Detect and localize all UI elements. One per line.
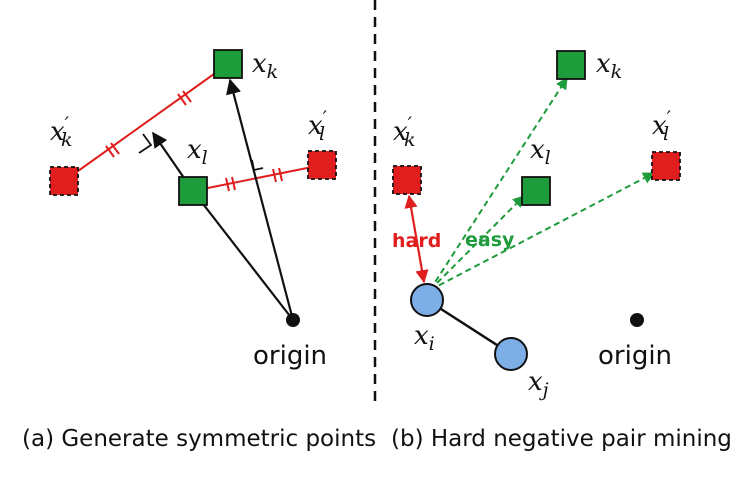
easy-arrow-to-xl-prime: [429, 172, 656, 291]
equal-length-ticks-l: [225, 167, 283, 192]
label-xk-prime-a: x′k: [50, 113, 73, 151]
label-xl-b: xl: [530, 135, 551, 169]
equal-length-ticks-k: [105, 90, 192, 158]
label-xk-b: xk: [596, 49, 622, 83]
point-xl-prime-a: [307, 150, 337, 180]
point-xj: [494, 337, 528, 371]
easy-arrow-to-xl: [429, 195, 525, 291]
caption-a: (a) Generate symmetric points: [22, 426, 376, 452]
point-xk-prime-b: [392, 165, 422, 195]
point-xk-b: [556, 50, 586, 80]
label-xl-a: xl: [187, 135, 208, 169]
symmetry-line-l: [192, 164, 323, 192]
hard-label: hard: [392, 230, 441, 252]
vector-origin-to-xl: [192, 190, 294, 321]
point-xk-prime-a: [49, 166, 79, 196]
point-xl-b: [521, 176, 551, 206]
easy-arrow-to-xk: [429, 76, 568, 291]
origin-label-b: origin: [598, 341, 672, 371]
label-xk-prime-b: x′k: [393, 113, 416, 151]
origin-dot-a: [286, 313, 300, 327]
origin-label-a: origin: [253, 341, 327, 371]
panel-a: xk xl x′k x′l origin: [49, 49, 337, 371]
easy-label: easy: [465, 229, 515, 251]
caption-b: (b) Hard negative pair mining: [391, 426, 732, 452]
point-xk-a: [213, 49, 243, 79]
symmetry-line-k: [63, 63, 229, 182]
point-xi: [410, 283, 444, 317]
label-xk-a: xk: [252, 49, 278, 83]
right-angle-marker-k: [138, 133, 153, 154]
point-xl-prime-b: [651, 151, 681, 181]
label-xj: xj: [528, 367, 549, 401]
hard-arrow: [404, 194, 429, 284]
label-xi: xi: [414, 321, 435, 355]
label-xl-prime-b: x′l: [652, 107, 672, 145]
label-xl-prime-a: x′l: [308, 107, 328, 145]
point-xl-a: [178, 176, 208, 206]
panel-b: xk xl x′k x′l xi xj hard easy origin: [392, 49, 681, 401]
vector-origin-to-xk: [226, 78, 295, 321]
origin-dot-b: [630, 313, 644, 327]
